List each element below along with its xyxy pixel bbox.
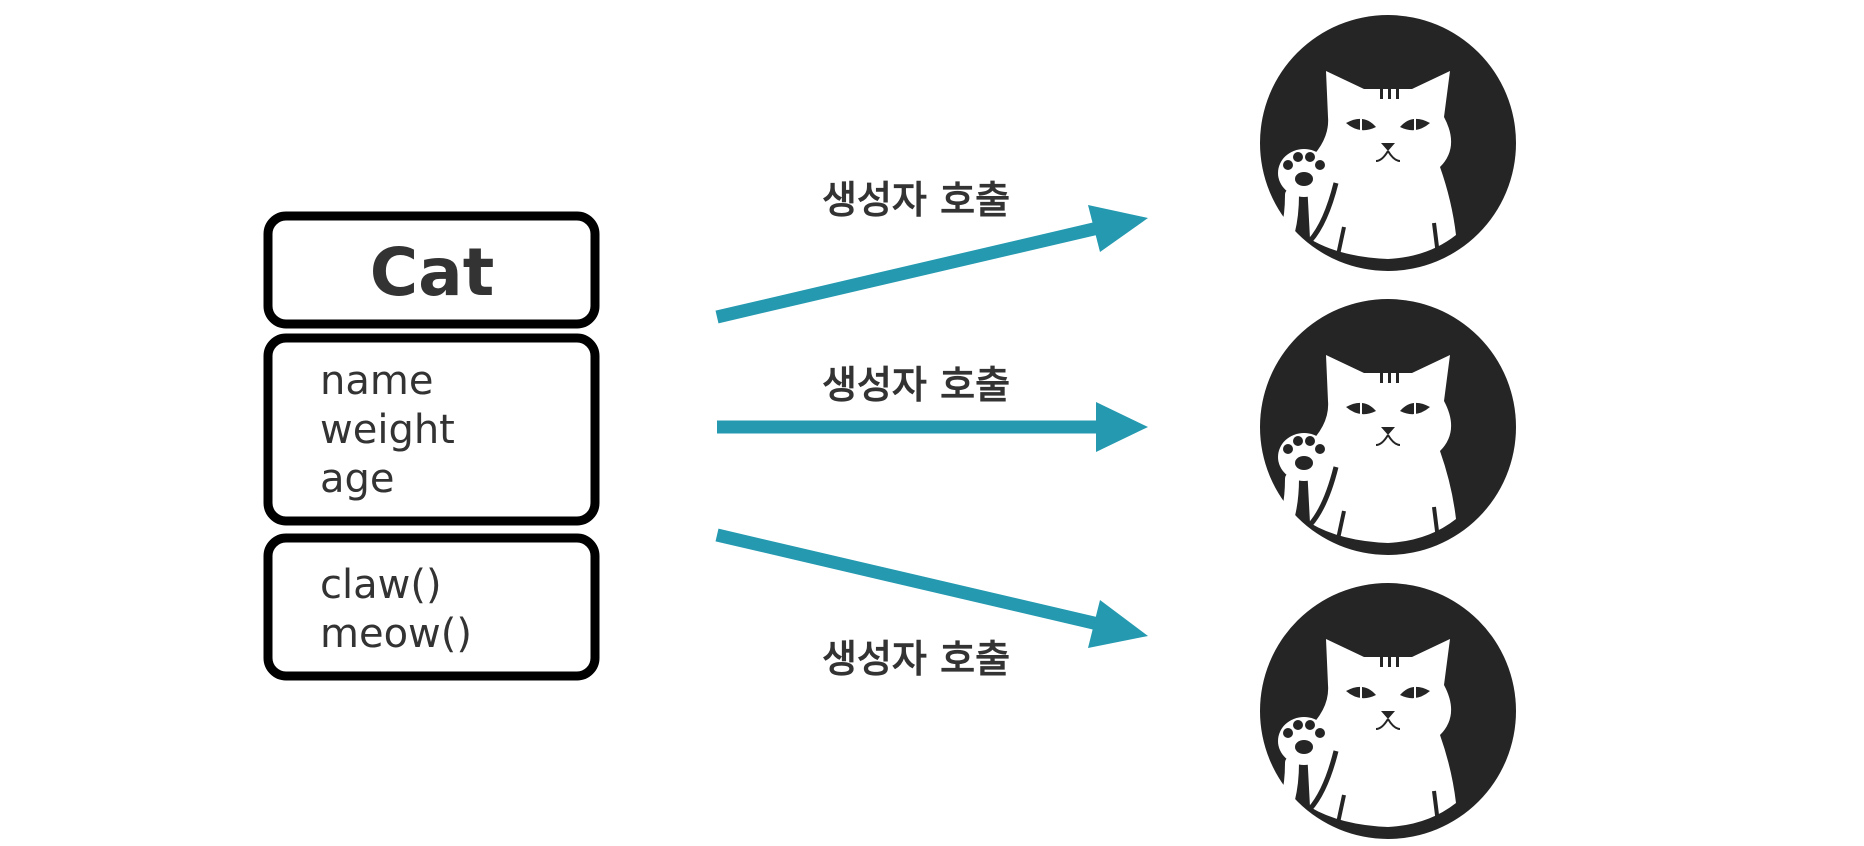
- cat-instance-3: [1260, 583, 1516, 839]
- method-item: claw(): [320, 562, 442, 608]
- class-methods-box: claw() meow(): [263, 533, 600, 681]
- class-name-box: Cat: [263, 211, 600, 329]
- arrow-to-instance-1: 생성자 호출: [715, 178, 1148, 324]
- class-attributes-box: name weight age: [263, 333, 600, 526]
- attribute-item: age: [320, 456, 395, 502]
- attribute-item: weight: [320, 407, 455, 453]
- arrow-to-instance-2: 생성자 호출: [717, 363, 1148, 452]
- class-name: Cat: [370, 234, 495, 311]
- cat-instance-2: [1260, 299, 1516, 555]
- arrow-label: 생성자 호출: [822, 637, 1010, 681]
- cat-instance-1: [1260, 15, 1516, 271]
- cat-icon: [1260, 299, 1516, 555]
- arrow-to-instance-3: 생성자 호출: [715, 528, 1148, 681]
- cat-icon: [1260, 583, 1516, 839]
- cat-icon: [1260, 15, 1516, 271]
- attribute-item: name: [320, 358, 433, 404]
- arrow-label: 생성자 호출: [822, 363, 1010, 407]
- arrow-label: 생성자 호출: [822, 178, 1010, 222]
- method-item: meow(): [320, 611, 472, 657]
